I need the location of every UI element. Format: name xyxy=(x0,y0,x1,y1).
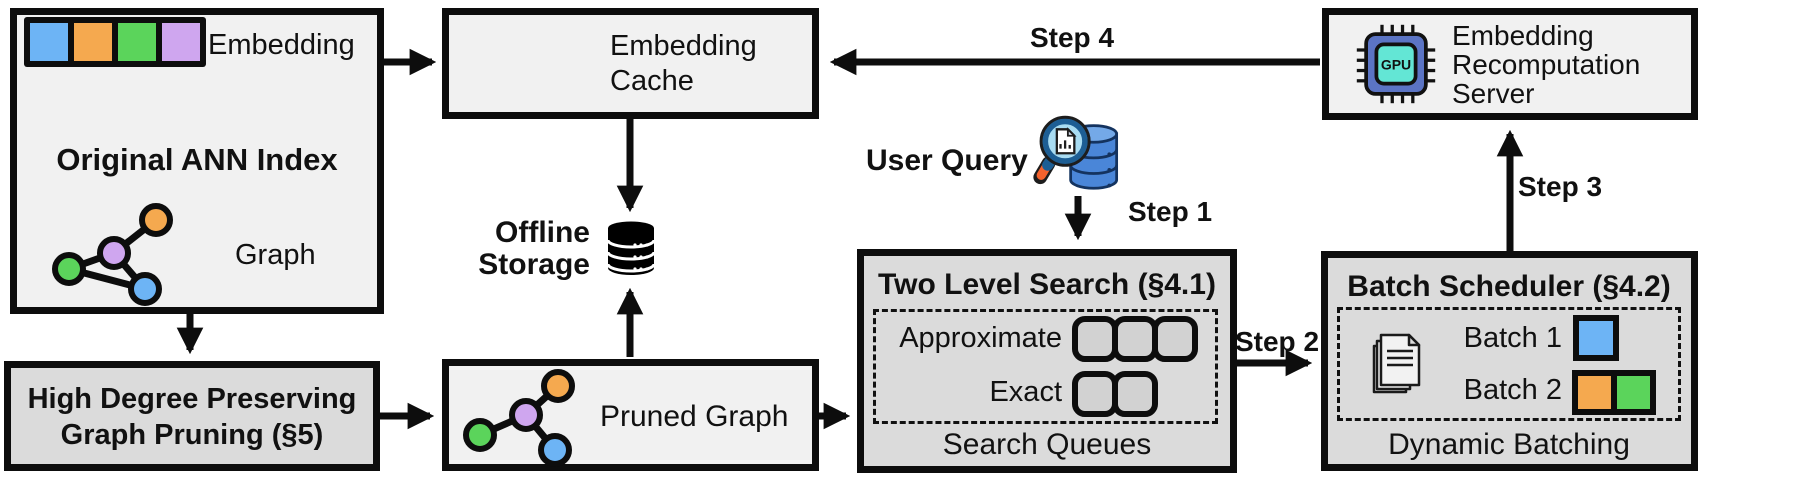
approximate-queue-slots xyxy=(1072,316,1198,362)
batch-scheduler-title: Batch Scheduler (§4.2) xyxy=(1347,270,1671,303)
graph-label: Graph xyxy=(235,238,316,271)
batch1-slots xyxy=(1573,315,1619,361)
approximate-label: Approximate xyxy=(899,321,1062,354)
graph-pruning-box xyxy=(4,361,380,471)
batch1-query-blue xyxy=(1573,315,1619,361)
step1-label: Step 1 xyxy=(1128,196,1213,227)
two-level-search-title: Two Level Search (§4.1) xyxy=(878,268,1216,301)
magnifier-icon xyxy=(1033,115,1091,185)
step4-label: Step 4 xyxy=(1029,22,1115,53)
dynamic-batching-dashed-region xyxy=(1337,307,1681,421)
batch2-query-green xyxy=(1611,370,1656,415)
embedding-cell-purple xyxy=(162,23,200,61)
pruned-graph-box xyxy=(442,359,819,471)
embedding-vector-icon xyxy=(24,17,206,67)
embedding-cell-green xyxy=(118,23,156,61)
recomputation-server-label: Embedding Recomputation Server xyxy=(1452,19,1641,109)
exact-queue-slots xyxy=(1072,371,1158,417)
batch2-label: Batch 2 xyxy=(1463,373,1562,406)
batch2-slots xyxy=(1572,370,1656,415)
step3-label: Step 3 xyxy=(1518,171,1603,202)
pruned-graph-icon xyxy=(463,369,575,467)
batch1-label: Batch 1 xyxy=(1463,321,1562,354)
original-graph-icon xyxy=(52,203,173,306)
embedding-cache-box xyxy=(442,8,819,119)
embedding-cache-label: Embedding Cache xyxy=(610,30,757,97)
dynamic-batching-label: Dynamic Batching xyxy=(1388,428,1630,461)
search-queues-label: Search Queues xyxy=(942,428,1152,461)
embedding-cell-blue xyxy=(30,23,68,61)
user-query-label: User Query xyxy=(866,144,1028,177)
exact-label: Exact xyxy=(989,375,1062,408)
user-query-icon xyxy=(1033,115,1119,190)
pruned-graph-label: Pruned Graph xyxy=(600,400,789,433)
gpu-chip-label: GPU xyxy=(1381,57,1411,73)
search-queues-dashed-region xyxy=(873,309,1218,424)
batch-scheduler-box xyxy=(1321,251,1698,471)
query-batch-documents-icon xyxy=(1372,333,1421,394)
gpu-chip-icon: GPU xyxy=(1356,24,1436,104)
ann-index-title: Original ANN Index xyxy=(56,142,338,177)
offline-storage-label: Offline Storage xyxy=(478,216,590,281)
graph-pruning-label: High Degree Preserving Graph Pruning (§5… xyxy=(27,383,357,451)
embedding-cell-orange xyxy=(74,23,112,61)
query-document-glyph xyxy=(1055,127,1077,155)
offline-storage-database-icon xyxy=(606,221,656,275)
queue-slot xyxy=(1152,316,1198,362)
queue-slot xyxy=(1112,371,1158,417)
embedding-label: Embedding xyxy=(208,28,355,61)
step2-label: Step 2 xyxy=(1234,326,1320,357)
